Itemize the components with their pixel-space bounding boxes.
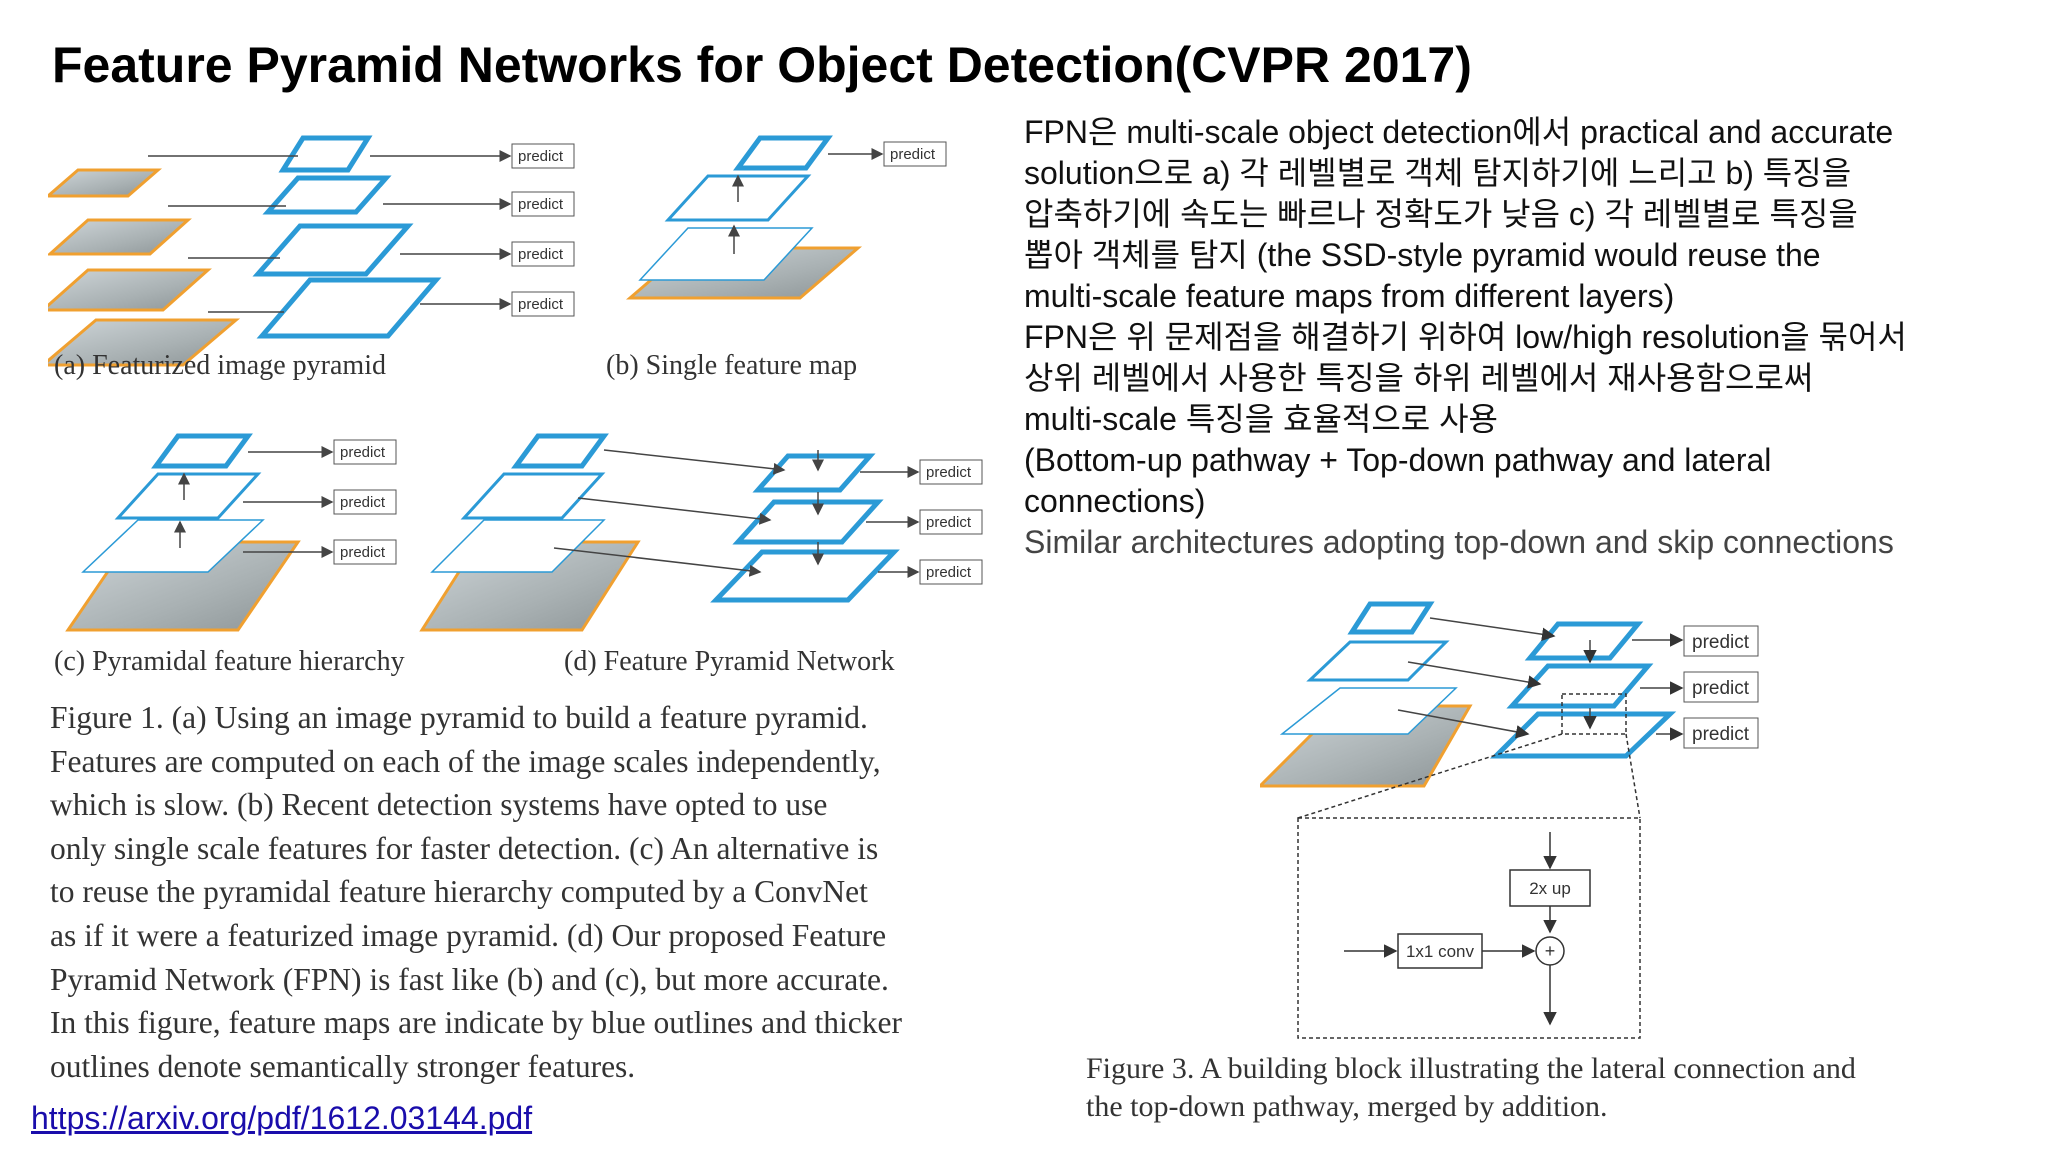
- feature-map: [732, 499, 884, 545]
- feature-map: [733, 135, 833, 171]
- feature-map: [151, 433, 253, 469]
- feature-map: [1506, 663, 1654, 709]
- image-level: [48, 318, 241, 367]
- description-line: 상위 레벨에서 사용한 특징을 하위 레벨에서 재사용함으로써: [1024, 360, 1814, 396]
- conv-box: [1397, 933, 1483, 969]
- predict-label: predict: [340, 544, 386, 561]
- feature-map: [638, 227, 814, 281]
- panel-d: predict predict predict: [419, 433, 983, 632]
- predict-box: [511, 291, 575, 317]
- panel-c: predict predict predict: [65, 433, 397, 632]
- description-line: 뽑아 객체를 탐지 (the SSD-style pyramid would r…: [1024, 237, 1821, 273]
- predict-box: [511, 241, 575, 267]
- subcaption-b: (b) Single feature map: [606, 350, 858, 381]
- figure1-diagram: predict predict predict predict predict …: [48, 135, 983, 632]
- predict-box: [1683, 625, 1759, 657]
- predict-box: [883, 141, 947, 167]
- caption-line: which is slow. (b) Recent detection syst…: [50, 787, 828, 823]
- predict-label: predict: [1692, 724, 1750, 745]
- description-line: Similar architectures adopting top-down …: [1024, 524, 1894, 560]
- description-text: FPN은 multi-scale object detection에서 prac…: [1024, 112, 2024, 563]
- caption-line: as if it were a featurized image pyramid…: [50, 917, 887, 953]
- description-line: connections): [1024, 483, 1206, 519]
- figure1-caption: Figure 1. (a) Using an image pyramid to …: [50, 696, 984, 1088]
- feature-map: [1347, 601, 1435, 635]
- caption-line: to reuse the pyramidal feature hierarchy…: [50, 874, 868, 910]
- feature-map: [511, 433, 609, 469]
- panel-a: predict predict predict predict: [48, 135, 575, 367]
- panel-b: predict: [625, 135, 947, 300]
- feature-map: [278, 135, 373, 173]
- predict-box: [919, 459, 983, 485]
- subcaption-a: (a) Featurized image pyramid: [54, 350, 386, 381]
- figure3-caption: Figure 3. A building block illustrating …: [1086, 1050, 1856, 1126]
- slide-title: Feature Pyramid Networks for Object Dete…: [52, 37, 1472, 93]
- subcaption-c: (c) Pyramidal feature hierarchy: [54, 646, 405, 677]
- predict-label: predict: [518, 148, 564, 165]
- upsample-label: 2x up: [1529, 879, 1571, 898]
- caption-line: In this figure, feature maps are indicat…: [50, 1005, 902, 1041]
- predict-label: predict: [340, 494, 386, 511]
- feature-map: [1306, 640, 1450, 682]
- caption-line: outlines denote semantically stronger fe…: [50, 1048, 636, 1084]
- description-line: multi-scale 특징을 효율적으로 사용: [1024, 401, 1498, 437]
- caption-line: Features are computed on each of the ima…: [50, 743, 881, 779]
- caption-line: Figure 1. (a) Using an image pyramid to …: [50, 700, 868, 735]
- predict-box: [333, 439, 397, 465]
- predict-box: [511, 143, 575, 169]
- description-line: (Bottom-up pathway + Top-down pathway an…: [1024, 442, 1772, 478]
- feature-map: [262, 175, 392, 215]
- predict-box: [511, 191, 575, 217]
- predict-label: predict: [926, 464, 972, 481]
- predict-label: predict: [518, 196, 564, 213]
- conv-label: 1x1 conv: [1406, 942, 1475, 961]
- predict-box: [333, 539, 397, 565]
- description-line: multi-scale feature maps from different …: [1024, 278, 1675, 314]
- feature-map: [256, 277, 442, 339]
- feature-map: [1489, 711, 1677, 759]
- predict-label: predict: [926, 564, 972, 581]
- paper-link[interactable]: https://arxiv.org/pdf/1612.03144.pdf: [31, 1100, 533, 1136]
- predict-box: [1683, 717, 1759, 749]
- subcaption-d: (d) Feature Pyramid Network: [564, 646, 895, 677]
- predict-box: [333, 489, 397, 515]
- zoom-region: [1561, 693, 1627, 735]
- description-line: FPN은 위 문제점을 해결하기 위하여 low/high resolution…: [1024, 319, 1907, 355]
- image-level: [48, 218, 192, 256]
- caption-line: Figure 3. A building block illustrating …: [1086, 1052, 1856, 1085]
- predict-label: predict: [518, 296, 564, 313]
- feature-map: [252, 223, 414, 277]
- predict-box: [1683, 671, 1759, 703]
- feature-map: [81, 519, 265, 573]
- predict-box: [919, 559, 983, 585]
- description-line: solution으로 a) 각 레벨별로 객체 탐지하기에 느리고 b) 특징을: [1024, 155, 1852, 191]
- description-line: 압축하기에 속도는 빠르나 정확도가 낮음 c) 각 레벨별로 특징을: [1024, 196, 1858, 232]
- feature-map: [1524, 621, 1644, 661]
- image-level: [48, 268, 212, 312]
- description-line: FPN은 multi-scale object detection에서 prac…: [1024, 114, 1894, 150]
- feature-map: [114, 472, 262, 520]
- image-level: [48, 168, 163, 198]
- plus-symbol: +: [1545, 941, 1556, 961]
- predict-label: predict: [926, 514, 972, 531]
- feature-map: [752, 453, 876, 493]
- caption-line: Pyramid Network (FPN) is fast like (b) a…: [50, 961, 889, 997]
- predict-label: predict: [1692, 678, 1750, 699]
- predict-box: [919, 509, 983, 535]
- feature-map: [460, 472, 606, 520]
- predict-label: predict: [890, 146, 936, 163]
- predict-label: predict: [340, 444, 386, 461]
- feature-map: [1279, 687, 1458, 735]
- building-block-frame: [1297, 817, 1641, 1039]
- predict-label: predict: [1692, 632, 1750, 653]
- caption-line: only single scale features for faster de…: [50, 830, 879, 866]
- feature-map: [710, 549, 900, 603]
- predict-label: predict: [518, 246, 564, 263]
- caption-line: the top-down pathway, merged by addition…: [1086, 1090, 1608, 1123]
- figure3-diagram: predict predict predict 2x up 1x1 conv +: [1260, 601, 1759, 1039]
- feature-map: [430, 519, 606, 573]
